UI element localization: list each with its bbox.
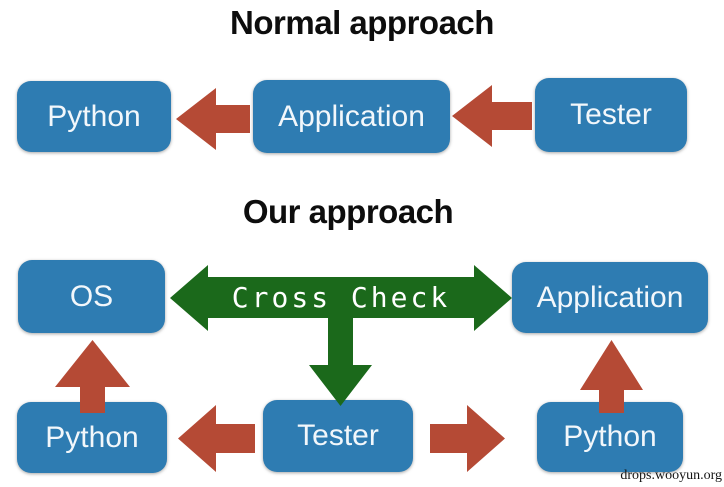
node-os: OS bbox=[18, 260, 165, 333]
arrow-left-icon bbox=[176, 88, 250, 150]
node-python-bottom-right: Python bbox=[537, 402, 683, 472]
node-tester-our: Tester bbox=[263, 400, 413, 472]
node-python-normal: Python bbox=[17, 81, 171, 152]
cross-check-double-arrow-icon bbox=[170, 265, 512, 406]
node-application-normal: Application bbox=[253, 80, 450, 153]
arrow-left-icon bbox=[452, 85, 532, 147]
arrow-up-icon bbox=[55, 340, 130, 413]
node-tester-normal: Tester bbox=[535, 78, 687, 152]
arrow-right-icon bbox=[430, 405, 505, 472]
arrow-left-icon bbox=[178, 405, 255, 472]
normal-approach-title: Normal approach bbox=[230, 4, 494, 41]
node-python-bottom-left: Python bbox=[17, 402, 167, 473]
arrow-up-icon bbox=[580, 340, 643, 413]
node-application-our: Application bbox=[512, 262, 708, 333]
our-approach-title: Our approach bbox=[242, 193, 454, 230]
watermark: drops.wooyun.org bbox=[620, 468, 722, 483]
cross-check-label: Cross Check bbox=[231, 281, 451, 314]
